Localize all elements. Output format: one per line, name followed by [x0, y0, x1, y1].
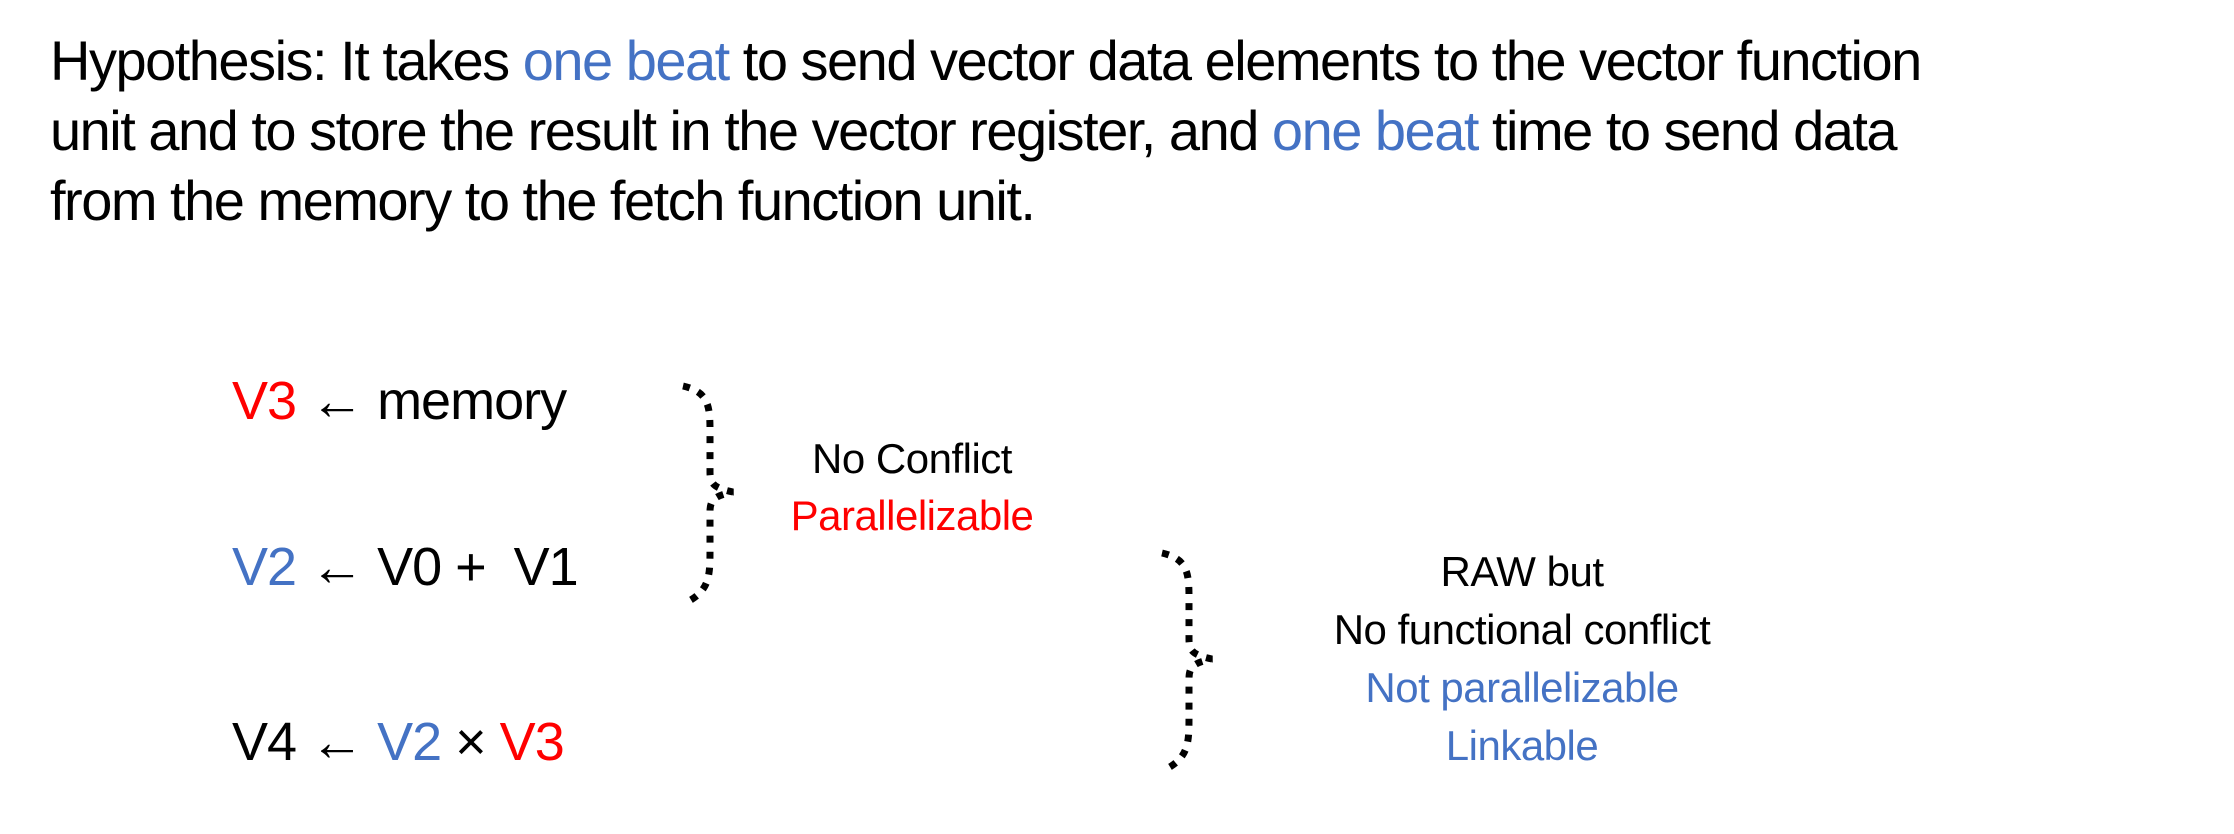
- paragraph-line: Hypothesis: It takes one beat to send ve…: [50, 26, 2210, 96]
- text-segment: V2: [377, 712, 442, 772]
- text-segment: V2: [232, 537, 297, 597]
- annotation-line: Linkable: [1292, 717, 1752, 775]
- paragraph-line: from the memory to the fetch function un…: [50, 166, 2210, 236]
- annotation-line: Not parallelizable: [1292, 659, 1752, 717]
- annotation-line: RAW but: [1292, 543, 1752, 601]
- text-segment: one beat: [1271, 99, 1479, 162]
- text-segment: ← memory: [296, 371, 567, 431]
- text-segment: one beat: [522, 29, 730, 92]
- dotted-curly-brace-icon: [681, 382, 734, 608]
- equation-v2-from-v0-plus-v1: V2 ← V0 + V1: [232, 537, 579, 597]
- equation-v3-from-memory: V3 ← memory: [232, 371, 567, 431]
- text-segment: V3: [499, 712, 565, 772]
- text-segment: V3: [232, 371, 297, 431]
- text-segment: time to send data: [1477, 99, 1898, 162]
- text-segment: Hypothesis: It takes: [50, 29, 523, 92]
- annotation-line: No functional conflict: [1292, 601, 1752, 659]
- hypothesis-paragraph: Hypothesis: It takes one beat to send ve…: [50, 26, 2210, 236]
- equation-v4-from-v2-times-v3: V4 ← V2 × V3: [232, 712, 565, 772]
- text-segment: unit and to store the result in the vect…: [50, 99, 1272, 162]
- text-segment: ← V0 + V1: [296, 537, 579, 597]
- text-segment: No Conflict: [812, 435, 1012, 482]
- text-segment: from the memory to the fetch function un…: [50, 169, 1036, 232]
- paragraph-line: unit and to store the result in the vect…: [50, 96, 2210, 166]
- annotation-line: No Conflict: [762, 430, 1062, 487]
- annotation-line: Parallelizable: [762, 487, 1062, 544]
- text-segment: RAW but: [1440, 548, 1604, 595]
- text-segment: Linkable: [1445, 722, 1599, 769]
- dotted-curly-brace-icon: [1160, 549, 1213, 775]
- text-segment: Parallelizable: [790, 492, 1034, 539]
- text-segment: to send vector data elements to the vect…: [728, 29, 1923, 92]
- text-segment: ×: [441, 712, 500, 772]
- text-segment: Not parallelizable: [1365, 664, 1679, 711]
- text-segment: V4 ←: [232, 712, 378, 772]
- text-segment: No functional conflict: [1333, 606, 1711, 653]
